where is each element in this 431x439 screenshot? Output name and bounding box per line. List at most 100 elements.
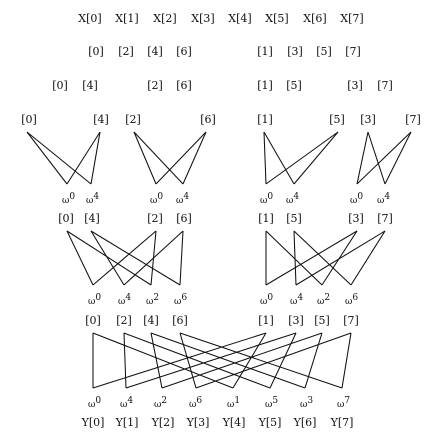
index-label: [6] bbox=[176, 212, 192, 225]
index-label: [5] bbox=[286, 212, 302, 225]
butterfly-wire bbox=[90, 230, 181, 286]
twiddle-factor: ω0 bbox=[62, 192, 75, 206]
index-label: [4] bbox=[93, 113, 109, 126]
butterfly-wire bbox=[263, 131, 295, 185]
twiddle-factor: ω0 bbox=[260, 293, 273, 307]
input-label: X[5] bbox=[265, 12, 288, 25]
butterfly-wire bbox=[90, 230, 125, 286]
index-label: [0] bbox=[52, 79, 68, 92]
twiddle-factor: ω0 bbox=[350, 192, 363, 206]
index-label: [0] bbox=[21, 113, 37, 126]
butterfly-wire bbox=[179, 332, 197, 389]
butterfly-wire bbox=[161, 332, 323, 389]
butterfly-wire bbox=[293, 131, 339, 185]
butterfly-wire bbox=[350, 230, 386, 286]
twiddle-factor: ω4 bbox=[377, 192, 390, 206]
butterfly-wire bbox=[265, 131, 339, 185]
index-label: [5] bbox=[316, 45, 332, 58]
butterfly-wire bbox=[123, 332, 127, 389]
input-label: X[1] bbox=[115, 12, 138, 25]
index-label: [2] bbox=[147, 212, 163, 225]
index-label: [1] bbox=[257, 79, 273, 92]
index-label: [5] bbox=[286, 79, 302, 92]
output-label: Y[4] bbox=[222, 416, 246, 429]
twiddle-factor: ω6 bbox=[345, 293, 358, 307]
twiddle-factor: ω0 bbox=[88, 293, 101, 307]
index-label: [1] bbox=[258, 212, 274, 225]
butterfly-wire bbox=[195, 332, 352, 389]
twiddle-factor: ω4 bbox=[120, 396, 133, 410]
index-label: [1] bbox=[257, 45, 273, 58]
twiddle-factor: ω0 bbox=[260, 192, 273, 206]
index-label: [3] bbox=[287, 45, 303, 58]
index-label: [6] bbox=[176, 79, 192, 92]
index-label: [7] bbox=[377, 79, 393, 92]
index-label: [4] bbox=[143, 314, 159, 327]
index-label: [2] bbox=[118, 45, 134, 58]
butterfly-wire bbox=[133, 131, 157, 185]
index-label: [1] bbox=[258, 314, 274, 327]
butterfly-wire bbox=[265, 230, 358, 286]
butterfly-wire bbox=[125, 332, 297, 389]
index-label: [6] bbox=[172, 314, 188, 327]
index-label: [3] bbox=[348, 212, 364, 225]
butterfly-wire bbox=[293, 230, 352, 286]
stage-2-twiddles: ω0 ω4 ω2 ω6 ω0 ω4 ω2 ω6 bbox=[88, 293, 358, 307]
stage-2-outputs: [0] [2] [4] [6] [1] [3] [5] [7] bbox=[85, 314, 359, 327]
butterfly-wire bbox=[92, 230, 157, 286]
index-label: [0] bbox=[58, 212, 74, 225]
input-label: X[2] bbox=[153, 12, 176, 25]
butterfly-wire bbox=[66, 230, 152, 286]
twiddle-factor: ω7 bbox=[337, 396, 350, 410]
butterfly-wire bbox=[182, 131, 207, 185]
input-label: X[7] bbox=[340, 12, 363, 25]
butterfly-wire bbox=[123, 230, 184, 286]
twiddle-factor: ω4 bbox=[290, 293, 303, 307]
butterfly-wire bbox=[66, 131, 101, 185]
butterfly-wire bbox=[179, 332, 343, 389]
index-label: [0] bbox=[88, 45, 104, 58]
stage-3-twiddles: ω0 ω4 ω2 ω6 ω1 ω5 ω3 ω7 bbox=[88, 396, 350, 410]
index-label: [1] bbox=[257, 113, 273, 126]
twiddle-factor: ω6 bbox=[189, 396, 202, 410]
index-label: [4] bbox=[82, 79, 98, 92]
butterfly-wire bbox=[304, 332, 323, 389]
twiddle-factor: ω2 bbox=[146, 293, 159, 307]
index-label: [2] bbox=[147, 79, 163, 92]
butterfly-wire bbox=[150, 332, 163, 389]
split-row-1: [0] [2] [4] [6] [1] [3] [5] [7] bbox=[88, 45, 361, 58]
input-row: X[0] X[1] X[2] X[3] X[4] X[5] X[6] X[7] bbox=[78, 12, 363, 25]
twiddle-factor: ω4 bbox=[118, 293, 131, 307]
butterfly-wire bbox=[133, 131, 184, 185]
twiddle-factor: ω0 bbox=[88, 396, 101, 410]
index-label: [7] bbox=[405, 113, 421, 126]
butterfly-wire bbox=[265, 230, 323, 286]
butterfly-stage-1 bbox=[26, 131, 412, 185]
index-label: [7] bbox=[345, 45, 361, 58]
twiddle-factor: ω3 bbox=[300, 396, 313, 410]
input-label: X[6] bbox=[303, 12, 326, 25]
butterfly-wire bbox=[90, 131, 101, 185]
twiddle-factor: ω6 bbox=[174, 293, 187, 307]
index-label: [3] bbox=[347, 79, 363, 92]
output-label: Y[6] bbox=[293, 416, 317, 429]
butterfly-stage-2 bbox=[66, 230, 386, 286]
stage-1-outputs: [0] [4] [2] [6] [1] [5] [3] [7] bbox=[58, 212, 393, 225]
butterfly-wire bbox=[123, 332, 271, 389]
butterfly-wire bbox=[150, 332, 306, 389]
output-label: Y[7] bbox=[330, 416, 354, 429]
butterfly-wire bbox=[341, 332, 352, 389]
butterfly-wire bbox=[293, 230, 297, 286]
butterfly-wire bbox=[295, 230, 386, 286]
index-label: [5] bbox=[314, 314, 330, 327]
output-row: Y[0] Y[1] Y[2] Y[3] Y[4] Y[5] Y[6] Y[7] bbox=[81, 416, 354, 429]
output-label: Y[3] bbox=[186, 416, 210, 429]
input-label: X[3] bbox=[191, 12, 214, 25]
index-label: [0] bbox=[85, 314, 101, 327]
twiddle-factor: ω2 bbox=[154, 396, 167, 410]
butterfly-wire bbox=[155, 131, 207, 185]
butterfly-wire bbox=[356, 131, 412, 185]
twiddle-factor: ω4 bbox=[86, 192, 99, 206]
